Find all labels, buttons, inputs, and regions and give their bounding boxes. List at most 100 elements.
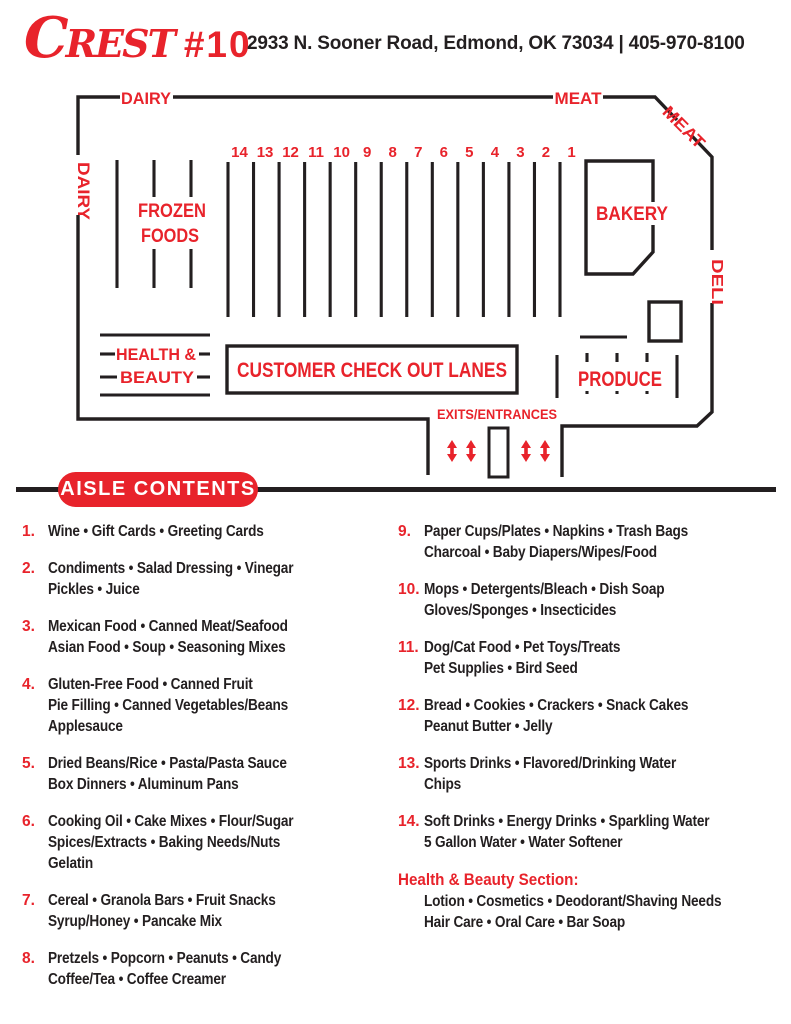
aisle-number: 7 — [414, 144, 422, 161]
wall-right-upper — [689, 133, 714, 250]
health-beauty-section: Health & Beauty Section: Lotion • Cosmet… — [398, 869, 783, 933]
aisle-number: 12 — [282, 144, 299, 161]
label-knockout — [594, 202, 672, 225]
aisle-item-line: Bread • Cookies • Crackers • Snack Cakes — [424, 697, 689, 714]
aisle-item-line: Mops • Detergents/Bleach • Dish Soap — [424, 581, 665, 598]
store-number: #10 — [183, 24, 252, 65]
entrance-door — [487, 426, 510, 479]
aisle-number: 10 — [333, 144, 350, 161]
aisle-item-line: Chips — [424, 776, 462, 793]
aisle-item-number: 13. — [398, 755, 420, 772]
aisle-item-number: 5. — [22, 755, 35, 772]
aisle-number: 1 — [567, 144, 575, 161]
aisle-list-right-column: 9. Paper Cups/Plates • Napkins • Trash Ba… — [398, 521, 783, 1006]
aisle-item-number: 6. — [22, 813, 35, 830]
section-divider-line — [16, 487, 776, 492]
map-label-checkout: CUSTOMER CHECK OUT LANES — [237, 359, 507, 382]
aisle-item: 14.Soft Drinks • Energy Drinks • Sparkli… — [398, 811, 783, 853]
map-label-bakery: BAKERY — [596, 204, 668, 225]
wall-right-lower — [560, 303, 714, 477]
aisle-item-number: 10. — [398, 581, 420, 598]
aisle-number: 6 — [440, 144, 448, 161]
aisle-item-number: 11. — [398, 639, 419, 656]
map-label-dairy-top: DAIRY — [121, 89, 172, 108]
aisle-item-line: Pet Supplies • Bird Seed — [424, 660, 578, 677]
aisle-item-line: Paper Cups/Plates • Napkins • Trash Bags — [424, 523, 689, 540]
aisle-item: 13.Sports Drinks • Flavored/Drinking Wat… — [398, 753, 783, 795]
map-label-health-beauty: BEAUTY — [120, 368, 195, 387]
entrance-arrow-icon — [466, 440, 476, 462]
aisle-item-line: Charcoal • Baby Diapers/Wipes/Food — [424, 544, 657, 561]
label-knockout — [575, 366, 665, 391]
aisle-contents-title: AISLE CONTENTS — [60, 478, 256, 500]
logo-rest: REST — [65, 21, 176, 66]
aisle-item-line: Dried Beans/Rice • Pasta/Pasta Sauce — [48, 755, 287, 772]
wall-left-bottom — [76, 215, 430, 475]
aisle-item-line: Gluten-Free Food • Canned Fruit — [48, 676, 253, 693]
aisle-item-line: Soft Drinks • Energy Drinks • Sparkling … — [424, 813, 710, 830]
aisle-item-line: Box Dinners • Aluminum Pans — [48, 776, 239, 793]
aisle-item-line: 5 Gallon Water • Water Softener — [424, 834, 623, 851]
aisle-item-line: Mexican Food • Canned Meat/Seafood — [48, 618, 288, 635]
flyer-header: CREST#10 2933 N. Sooner Road, Edmond, OK… — [0, 0, 791, 85]
aisle-number: 5 — [465, 144, 473, 161]
map-label-frozen-foods: FROZEN — [138, 201, 206, 222]
map-label-meat-corner: MEAT — [659, 102, 710, 153]
aisle-contents-badge: AISLE CONTENTS — [58, 472, 258, 507]
health-beauty-lines: Lotion • Cosmetics • Deodorant/Shaving N… — [424, 891, 783, 933]
aisle-item-line: Peanut Butter • Jelly — [424, 718, 553, 735]
aisle-item-line: Gelatin — [48, 855, 94, 872]
aisle-number: 9 — [363, 144, 371, 161]
map-label-meat-top: MEAT — [555, 89, 603, 108]
aisle-number: 2 — [542, 144, 550, 161]
checkout-box — [225, 344, 519, 395]
aisle-item-line: Condiments • Salad Dressing • Vinegar — [48, 560, 294, 577]
aisle-item-number: 4. — [22, 676, 35, 693]
map-label-produce: PRODUCE — [578, 368, 662, 391]
entrance-arrow-icon — [521, 440, 531, 462]
aisle-item-number: 3. — [22, 618, 35, 635]
aisle-item-number: 9. — [398, 523, 411, 540]
label-knockout — [133, 197, 211, 249]
health-beauty-title: Health & Beauty Section: — [398, 871, 579, 889]
entrance-arrow-icon — [540, 440, 550, 462]
aisle-number: 8 — [389, 144, 397, 161]
aisle-item-line: Syrup/Honey • Pancake Mix — [48, 913, 222, 930]
aisle-item-line: Spices/Extracts • Baking Needs/Nuts — [48, 834, 281, 851]
small-room — [647, 300, 683, 343]
aisle-number: 14 — [231, 144, 248, 161]
aisle-item-line: Sports Drinks • Flavored/Drinking Water — [424, 755, 677, 772]
aisle-item-line: Cereal • Granola Bars • Fruit Snacks — [48, 892, 276, 909]
entrance-arrow-icon — [447, 440, 457, 462]
aisle-number: 4 — [491, 144, 500, 161]
aisle-item-number: 2. — [22, 560, 35, 577]
bakery-outline — [584, 159, 655, 276]
aisle-item-line: Pretzels • Popcorn • Peanuts • Candy — [48, 950, 282, 967]
aisle-item-line: Wine • Gift Cards • Greeting Cards — [48, 523, 264, 540]
aisle-item-line: Applesauce — [48, 718, 123, 735]
aisle-number: 13 — [257, 144, 274, 161]
map-label-dairy-left: DAIRY — [74, 162, 93, 221]
aisle-list-left-column: 1.Wine • Gift Cards • Greeting Cards 2. Co… — [22, 521, 390, 1006]
logo-letter-c: C — [24, 5, 69, 71]
aisle-item-line: Pickles • Juice — [48, 581, 140, 598]
aisle-item: 6. Cooking Oil • Cake Mixes • Flour/Sugar… — [22, 811, 390, 874]
aisle-item-number: 12. — [398, 697, 420, 714]
map-label-exits-entrances: EXITS/ENTRANCES — [437, 406, 557, 422]
health-beauty-line: Lotion • Cosmetics • Deodorant/Shaving N… — [424, 893, 722, 910]
aisle-item-number: 8. — [22, 950, 35, 967]
store-address: 2933 N. Sooner Road, Edmond, OK 73034 | … — [247, 33, 745, 54]
aisle-item-number: 7. — [22, 892, 35, 909]
aisle-item-line: Cooking Oil • Cake Mixes • Flour/Sugar — [48, 813, 294, 830]
wall-top-right — [603, 95, 679, 122]
aisle-item: 1.Wine • Gift Cards • Greeting Cards — [22, 521, 390, 542]
aisle-contents-list: 1.Wine • Gift Cards • Greeting Cards 2. Co… — [0, 521, 791, 1006]
